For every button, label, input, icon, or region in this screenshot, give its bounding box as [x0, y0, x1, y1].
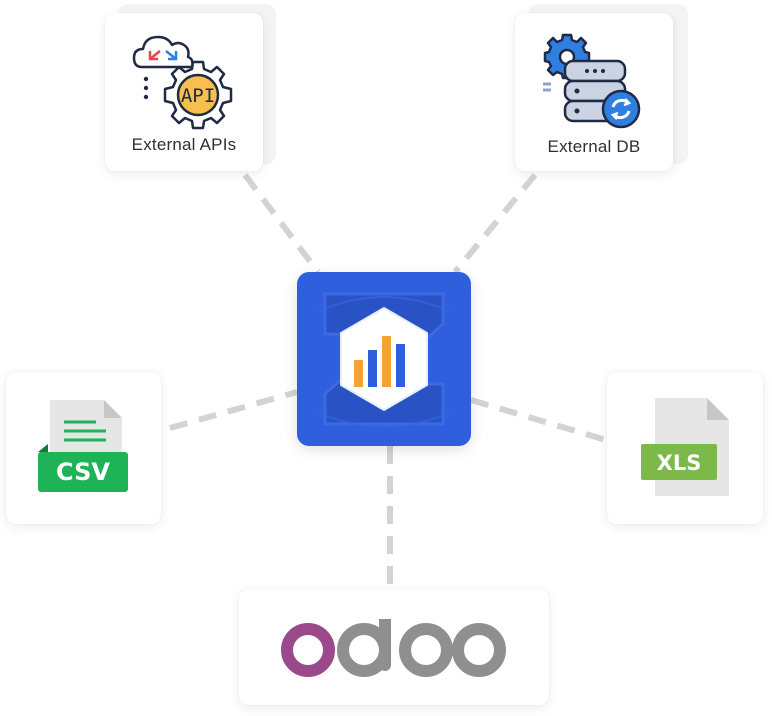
csv-card[interactable]: CSV	[6, 372, 161, 524]
csv-badge-text: CSV	[56, 458, 110, 486]
xls-badge-text: XLS	[657, 451, 702, 475]
connector-csv	[169, 389, 298, 431]
odoo-logo	[281, 619, 506, 677]
api-icon-text: API	[181, 85, 215, 107]
bar-chart-hexagon-icon	[340, 307, 428, 411]
csv-file-icon: CSV	[38, 400, 128, 492]
xls-file-icon: XLS	[641, 398, 729, 496]
connector-xls	[470, 397, 607, 443]
external-db-label: External DB	[547, 137, 641, 156]
connector-db	[452, 173, 538, 274]
external-db-card[interactable]: External DB	[515, 13, 673, 171]
hub-app-tile[interactable]	[297, 272, 471, 446]
xls-card[interactable]: XLS	[607, 372, 763, 524]
api-gear-cloud-icon: API	[132, 35, 233, 130]
external-apis-card[interactable]: API External APIs	[105, 13, 263, 171]
connector-apis	[242, 173, 321, 274]
external-apis-label: External APIs	[131, 135, 237, 154]
database-sync-icon	[543, 33, 641, 129]
odoo-card[interactable]	[239, 589, 549, 705]
